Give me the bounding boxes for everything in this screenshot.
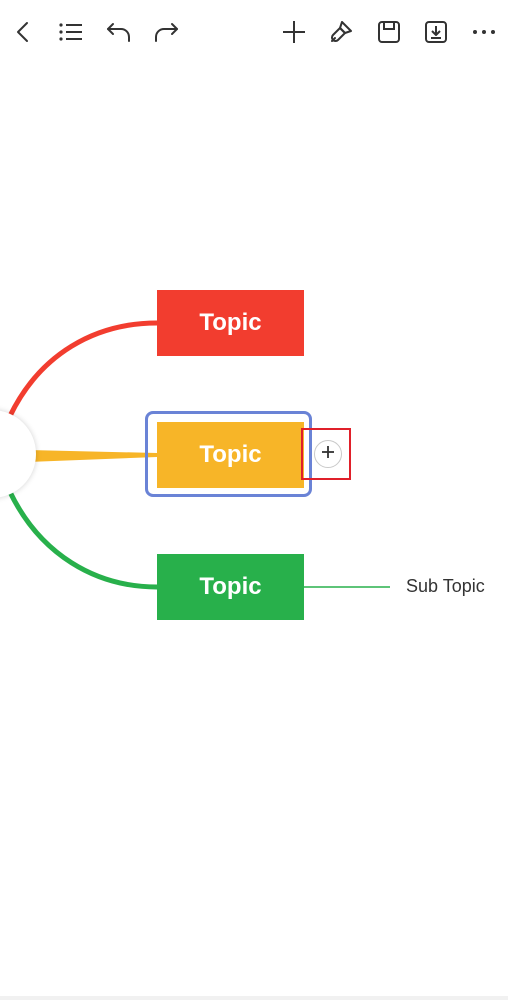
branch-yellow — [28, 450, 157, 462]
plus-circle-icon — [321, 445, 335, 464]
back-button[interactable] — [4, 12, 44, 52]
topic-label: Topic — [199, 441, 262, 468]
topic-label: Topic — [199, 573, 262, 600]
top-toolbar — [0, 0, 508, 64]
redo-icon — [152, 20, 180, 44]
bottom-edge — [0, 996, 508, 1000]
more-horizontal-icon — [472, 28, 496, 36]
plus-icon — [281, 19, 307, 45]
undo-button[interactable] — [99, 12, 139, 52]
redo-button[interactable] — [146, 12, 186, 52]
paint-brush-icon — [328, 19, 354, 45]
branch-red — [7, 320, 158, 418]
topic-label: Topic — [199, 309, 262, 336]
save-icon — [376, 19, 402, 45]
outline-button[interactable] — [51, 12, 91, 52]
style-button[interactable] — [321, 12, 361, 52]
subtopic-node[interactable]: Sub Topic — [406, 576, 485, 596]
back-chevron-icon — [12, 20, 36, 44]
undo-icon — [105, 20, 133, 44]
download-icon — [423, 19, 449, 45]
mindmap-canvas[interactable]: Topic Topic Topic Sub Topic — [0, 64, 508, 1000]
add-topic-button[interactable] — [274, 12, 314, 52]
more-button[interactable] — [464, 12, 504, 52]
export-button[interactable] — [416, 12, 456, 52]
save-button[interactable] — [369, 12, 409, 52]
branch-green — [7, 490, 158, 590]
topic-node-red[interactable]: Topic — [157, 290, 304, 356]
outline-list-icon — [58, 20, 84, 44]
topic-node-yellow-selected[interactable]: Topic — [157, 422, 304, 488]
branch-connectors — [7, 320, 390, 590]
topic-node-green[interactable]: Topic — [157, 554, 304, 620]
add-subtopic-button[interactable] — [314, 440, 342, 468]
